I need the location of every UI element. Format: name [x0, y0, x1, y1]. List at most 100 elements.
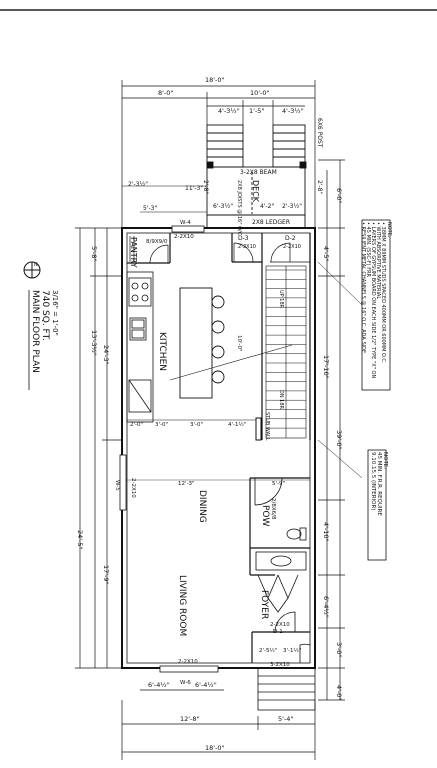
note-frr: NOTE: 45 MIN. F.R.R. REQUIRE 9.10.15.5 (…: [367, 449, 388, 561]
stub-wall-label: STUB WALL: [264, 412, 270, 441]
room-label-pow: POW: [260, 505, 270, 527]
dim-12-3: 12'-3": [178, 481, 195, 487]
note1-line-3: • LAYERS OF GYPSUM BOARD ON EACH SIDE 1/…: [370, 222, 376, 378]
stair-up-label: UP 18R: [278, 290, 284, 309]
d3-header: 2-2X10: [238, 244, 256, 250]
note2-title: NOTE:: [382, 452, 388, 469]
joists-label: 2X8 JOISTS @ 16" O/C: [236, 180, 242, 236]
dim-3-0-a: 3'-0": [155, 422, 168, 428]
stair-dn-label: DN 18R: [278, 390, 284, 410]
dim-right-d2: 4'-5": [322, 246, 330, 261]
deck-labels: DECK 3-2X8 BEAM 2X8 JOISTS @ 16" O/C 2X8…: [128, 118, 323, 236]
plan-title: MAIN FLOOR PLAN 740 SQ. FT. 3/16" = 1'-0…: [28, 290, 59, 390]
dim-2-3-b: 2'-3½": [282, 203, 302, 210]
room-label-living: LIVING ROOM: [177, 575, 187, 636]
room-label-foyer: FOYER: [259, 590, 269, 619]
dimension-lines: [75, 80, 345, 760]
dim-left-d1: 5'-8": [90, 246, 98, 261]
dim-right-d5: 6'-4½": [322, 596, 330, 618]
dimension-labels: 18'-0" 8'-0" 10'-0" 4'-3½" 1'-5" 4'-3½" …: [76, 76, 343, 752]
d1-label: D-1: [273, 629, 283, 635]
d2-header: 2-2X10: [283, 244, 301, 250]
beam-label: 3-2X8 BEAM: [240, 169, 277, 176]
dim-deck-a: 4'-3½": [218, 107, 240, 115]
dim-right-d1: 6'-0": [335, 188, 343, 203]
dim-right-d7: 4'-0": [335, 685, 343, 700]
dim-top-right: 10'-0": [250, 89, 270, 97]
kitchen-counter: [126, 271, 154, 423]
dim-bottom-win-a: 6'-4½": [148, 681, 170, 689]
w6-label: W-6: [180, 680, 191, 686]
pantry-header: 2-2X10: [174, 234, 194, 240]
dim-right-d4: 4'-10": [322, 522, 330, 542]
dim-deck-b: 1'-5": [249, 107, 264, 115]
d1-header: 2-2X10: [270, 622, 290, 628]
room-label-pantry: PANTRY: [129, 237, 138, 268]
dim-2-3-a: 2'-3½": [128, 181, 148, 188]
dim-left-d3: 24'-3": [102, 345, 110, 365]
dim-3-1: 3'-1½": [283, 647, 301, 654]
dim-deck-c: 4'-3½": [282, 107, 304, 115]
window-header-left: 2-2X10: [130, 478, 136, 498]
dim-3-0-b: 3'-0": [190, 422, 203, 428]
dim-2-8: 2'-8": [202, 180, 209, 194]
dim-11-3: 11'-3": [185, 185, 203, 192]
room-labels: PANTRY KITCHEN DINING LIVING ROOM POW FO…: [129, 237, 270, 636]
dim-top-overall: 18'-0": [205, 76, 225, 84]
window-header-bottom: 2-2X10: [178, 659, 198, 665]
note-assembly: NOTE: • 38MM X 89MM STUDS SPACED 400MM O…: [360, 219, 392, 391]
dim-6-3: 6'-3½": [213, 203, 233, 210]
stair-treads: [266, 269, 306, 429]
dim-bottom-left: 12'-8": [180, 715, 200, 723]
dim-right-overall: 39'-0": [335, 430, 343, 450]
dim-left-d4: 24'-5": [76, 530, 84, 550]
note1-line-4: • 45 MIN. (SSC-F) FRR: [365, 222, 371, 278]
dim-bottom-overall: 18'-0": [205, 744, 225, 752]
note1-title: NOTE:: [386, 222, 392, 238]
note1-line-5: • RESILIENT METAL CHANNELS @ 16" O.C. AD…: [360, 222, 366, 353]
note2-line-1: 45 MIN. F.R.R. REQUIRE: [376, 452, 382, 516]
pantry-shelves: [129, 236, 169, 264]
ledger-label: 2X8 LEDGER: [252, 219, 290, 226]
plan-title-scale: 3/16" = 1'-0": [51, 290, 59, 336]
doors-upper: [233, 242, 310, 263]
dim-2-8-right: 2'-8": [316, 180, 323, 194]
dim-right-d6: 3'-0": [335, 642, 343, 657]
room-label-kitchen: KITCHEN: [157, 332, 167, 371]
pantry-door-label: 8/9X9/0: [146, 239, 168, 245]
dim-right-d3: 17'-10": [322, 355, 330, 379]
stairs: [265, 265, 307, 439]
dim-4-1: 4'-1½": [228, 421, 246, 428]
misc-labels: 8/9X9/0 W-4 2-2X10 W-5 2-2X10 W-6 2-2X10…: [114, 220, 301, 686]
dim-bottom-win-b: 6'-4½": [195, 681, 217, 689]
door-d2-label: D-2: [285, 235, 296, 242]
w4-label: W-4: [180, 220, 191, 226]
kitchen-island: [179, 287, 225, 399]
dim-top-left: 8'-0": [158, 89, 173, 97]
title-block: N: [23, 261, 41, 279]
dim-4-2: 4'-2": [260, 203, 274, 210]
note1-line-1: • 38MM X 89MM STUDS SPACED 400MM OR 600M…: [380, 222, 386, 364]
windows: [119, 225, 219, 673]
door-d3-label: D-3: [238, 235, 249, 242]
header-3x10: 3-2X10: [270, 662, 290, 668]
dim-left-d5: 17'-9": [102, 565, 110, 585]
plan-title-line2: 740 SQ. FT.: [40, 290, 50, 341]
w5-label: W-5: [114, 480, 120, 491]
dim-10-0: 10'-0": [236, 335, 242, 352]
dim-2-0: 2'-0": [130, 422, 143, 428]
dim-2-5: 2'-5½": [259, 647, 277, 654]
post-label: 6X6 POST: [316, 118, 323, 148]
dim-5-3: 5'-3": [143, 205, 157, 212]
dim-left-d2: 13'-3½": [90, 330, 98, 356]
room-label-dining: DINING: [197, 490, 207, 523]
note1-line-2: • WITH ABSORPTIVE MATERIAL: [375, 222, 381, 299]
dim-bottom-right: 5'-4": [278, 715, 293, 723]
deck-label: DECK: [251, 180, 260, 203]
north-label: N: [34, 262, 38, 268]
interior-walls: [127, 233, 311, 663]
note2-line-2: 9.10.15.5 (INTERIOR): [370, 452, 376, 510]
pow-door-label: 2/8X6/8: [270, 498, 276, 520]
foyer-closet-doors: [257, 574, 311, 663]
